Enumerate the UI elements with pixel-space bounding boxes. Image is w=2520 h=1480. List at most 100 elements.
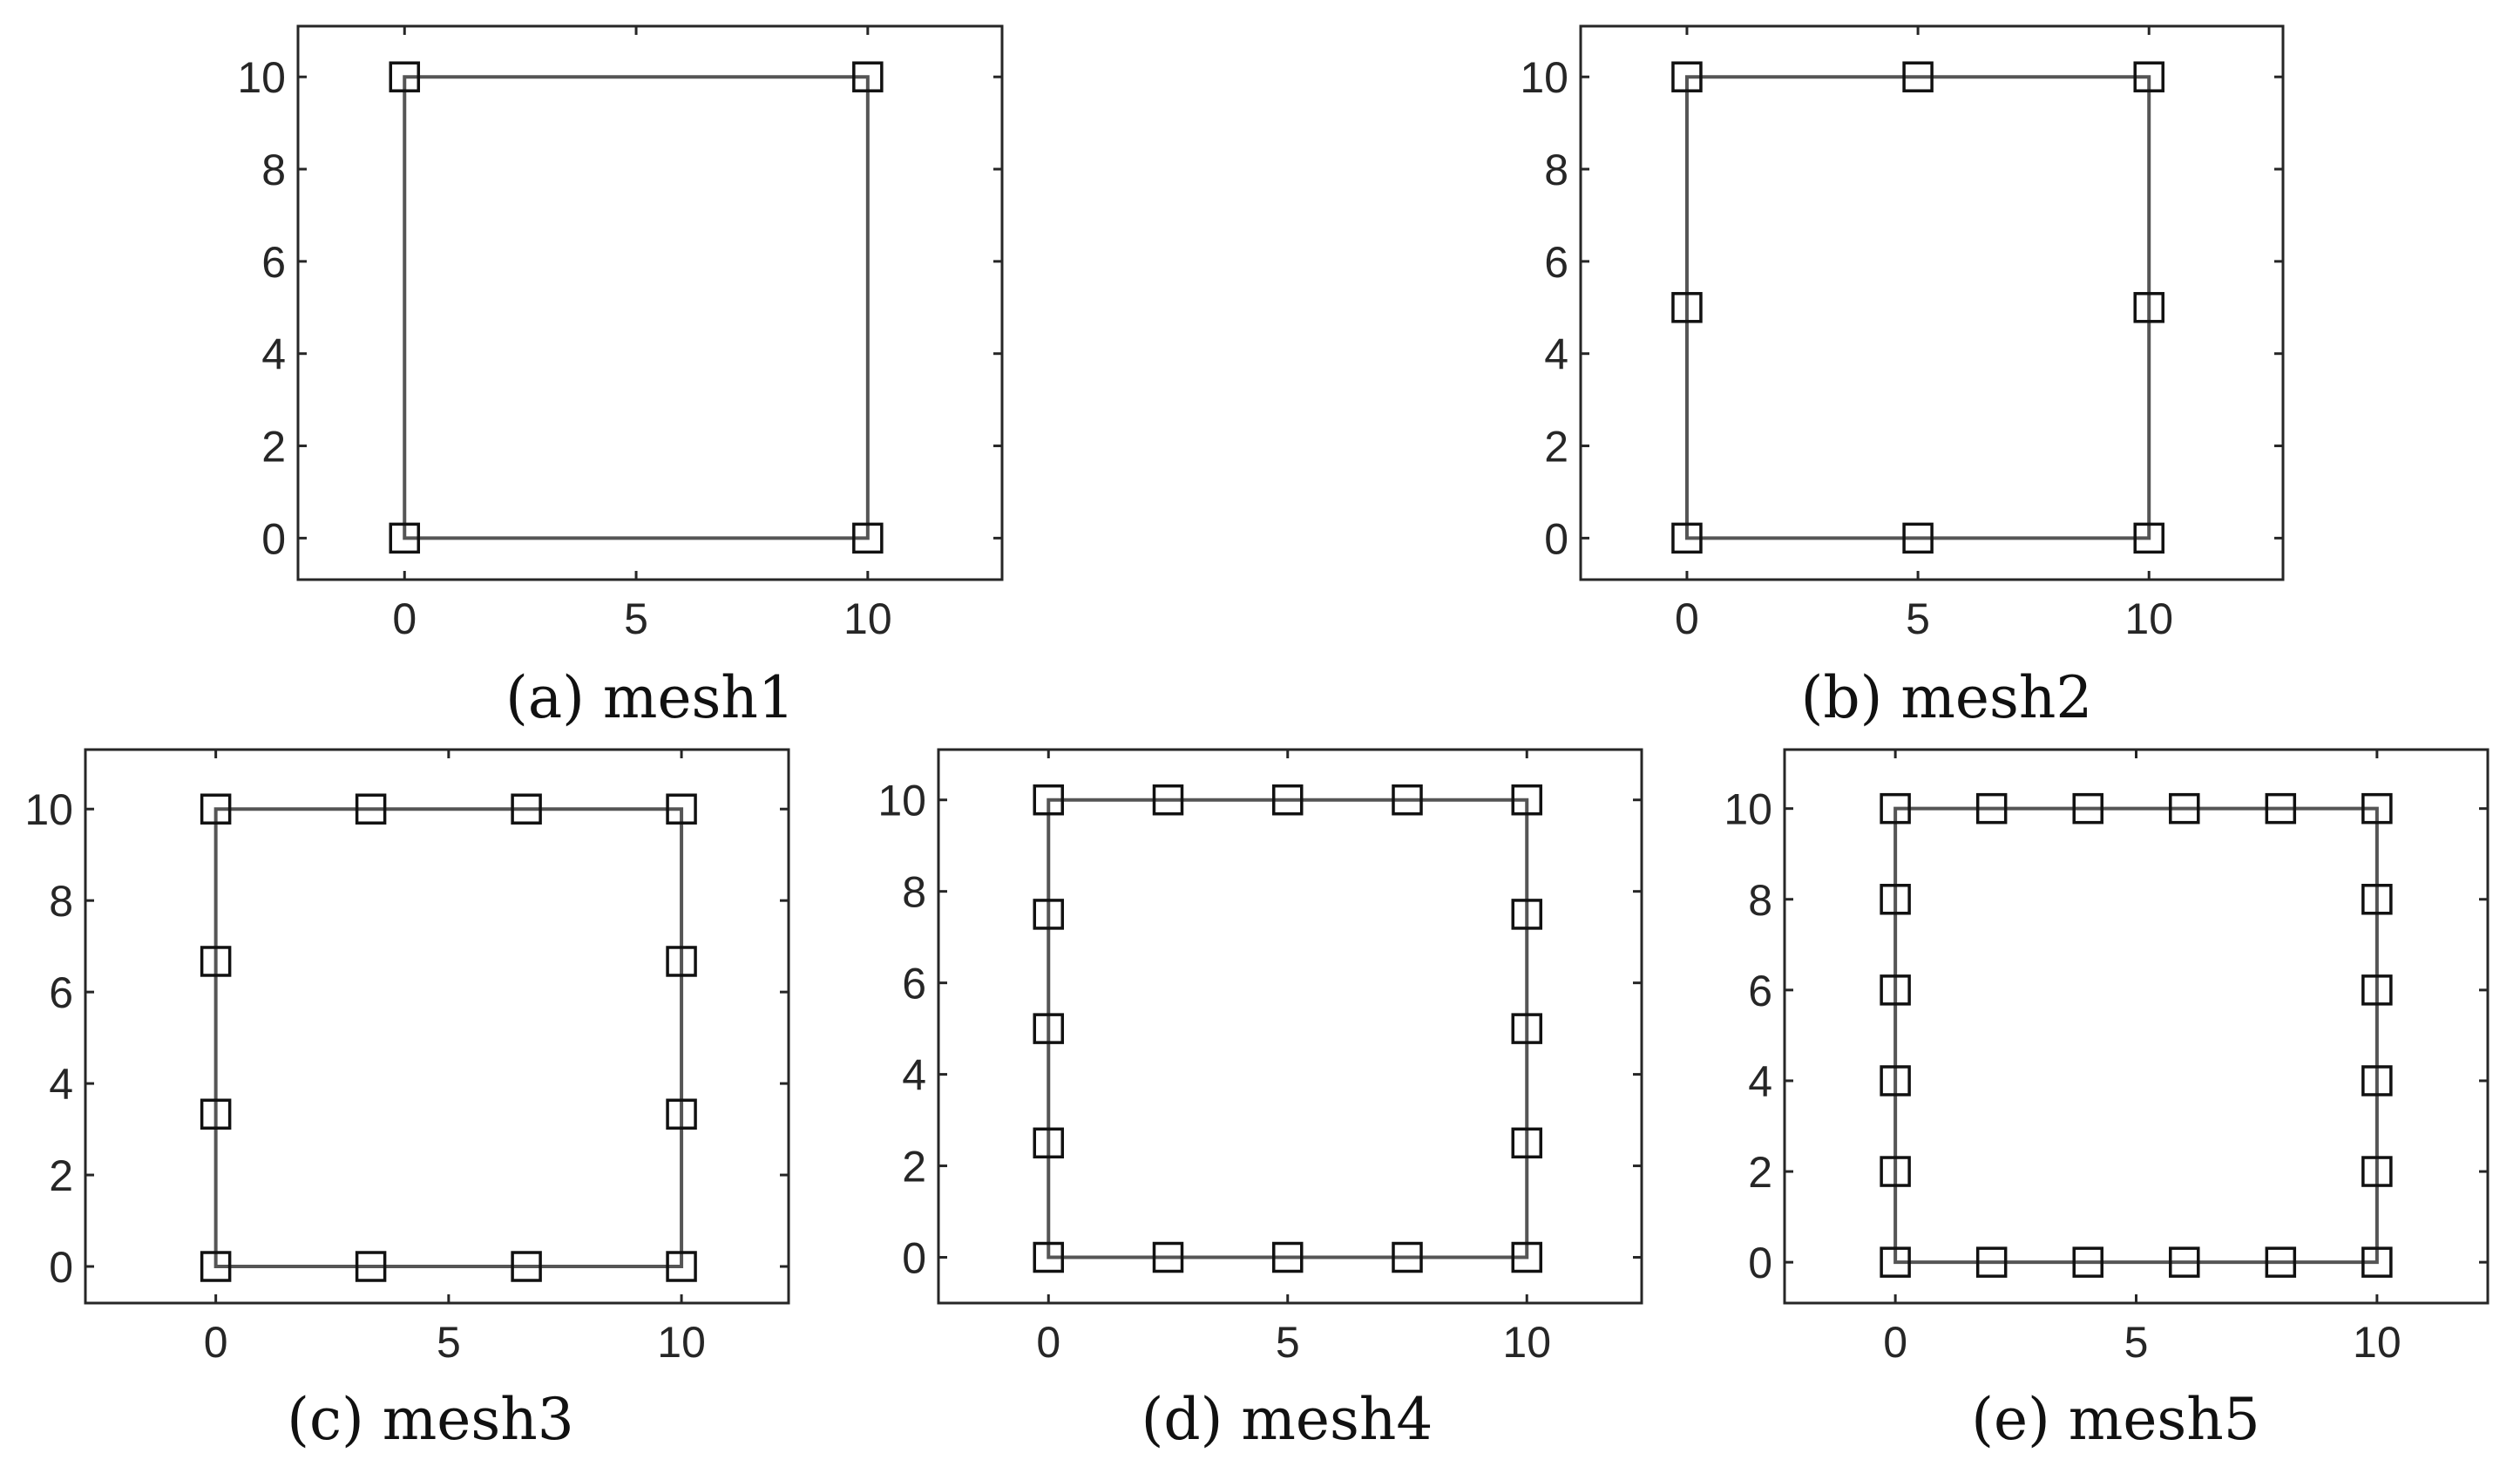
node-marker xyxy=(2361,792,2393,825)
node-marker xyxy=(389,522,421,554)
y-tick-label: 8 xyxy=(49,877,73,926)
node-marker xyxy=(2265,1246,2297,1278)
x-tick-label: 5 xyxy=(1906,594,1930,643)
axes-frame xyxy=(937,748,1643,1305)
y-tick-label: 0 xyxy=(902,1234,926,1283)
axes-frame xyxy=(84,748,790,1305)
node-marker xyxy=(1902,61,1934,92)
axes-frame xyxy=(1783,748,2490,1305)
mesh1-caption-text: (a) mesh1 xyxy=(505,664,795,731)
y-tick-label: 10 xyxy=(1520,53,1568,102)
node-marker xyxy=(2072,1246,2103,1278)
node-marker xyxy=(1033,784,1065,816)
node-marker xyxy=(852,61,884,92)
node-marker xyxy=(1392,784,1423,816)
mesh3-caption-text: (c) mesh3 xyxy=(287,1386,574,1453)
x-tick-label: 5 xyxy=(437,1318,461,1367)
node-marker xyxy=(1033,1127,1065,1159)
node-marker xyxy=(1511,1013,1542,1044)
node-marker xyxy=(1392,1241,1423,1273)
node-marker xyxy=(1033,1013,1065,1044)
y-tick-label: 8 xyxy=(261,146,286,194)
y-tick-label: 10 xyxy=(877,777,926,825)
node-marker xyxy=(1880,1246,1911,1278)
node-marker xyxy=(200,1251,232,1282)
node-marker xyxy=(1033,899,1065,930)
x-tick-label: 0 xyxy=(1675,594,1699,643)
node-marker xyxy=(511,1251,542,1282)
x-tick-label: 5 xyxy=(2124,1318,2149,1367)
x-tick-label: 0 xyxy=(1883,1318,1907,1367)
node-marker xyxy=(1902,522,1934,554)
node-marker xyxy=(1272,1241,1304,1273)
node-marker xyxy=(2265,792,2297,825)
node-marker xyxy=(2169,1246,2200,1278)
node-marker xyxy=(389,61,421,92)
x-tick-label: 5 xyxy=(1276,1318,1300,1367)
node-marker xyxy=(200,1098,232,1130)
node-marker xyxy=(511,793,542,825)
node-marker xyxy=(1511,899,1542,930)
x-tick-label: 0 xyxy=(392,594,417,643)
node-marker xyxy=(1880,1065,1911,1096)
y-tick-label: 6 xyxy=(1544,238,1568,287)
y-tick-label: 2 xyxy=(49,1151,73,1200)
node-marker xyxy=(666,1251,697,1282)
mesh-boundary-line xyxy=(1684,75,2151,540)
node-marker xyxy=(200,793,232,825)
node-marker xyxy=(666,1098,697,1130)
y-tick-label: 2 xyxy=(261,423,286,472)
y-tick-label: 2 xyxy=(1748,1148,1772,1197)
node-marker xyxy=(1975,1246,2008,1278)
node-marker xyxy=(1511,1127,1542,1159)
node-marker xyxy=(1671,522,1703,554)
mesh-boundary-line xyxy=(1893,806,2379,1265)
y-tick-label: 2 xyxy=(902,1143,926,1191)
node-marker xyxy=(2361,974,2393,1006)
y-tick-label: 0 xyxy=(1544,514,1568,563)
mesh-boundary-line xyxy=(403,75,870,540)
node-marker xyxy=(1511,1241,1542,1273)
y-tick-label: 4 xyxy=(1544,330,1568,379)
node-marker xyxy=(200,946,232,977)
y-tick-label: 0 xyxy=(1748,1239,1772,1287)
y-tick-label: 4 xyxy=(1748,1057,1772,1106)
y-tick-label: 10 xyxy=(24,785,73,834)
y-tick-label: 0 xyxy=(261,514,286,563)
node-marker xyxy=(1880,792,1911,825)
y-tick-label: 8 xyxy=(902,868,926,917)
y-tick-label: 8 xyxy=(1544,146,1568,194)
mesh3-caption: (c) mesh3 xyxy=(169,1386,692,1453)
mesh2-caption: (b) mesh2 xyxy=(1685,664,2208,731)
x-tick-label: 5 xyxy=(624,594,648,643)
x-tick-label: 0 xyxy=(1036,1318,1060,1367)
node-marker xyxy=(1880,884,1911,915)
mesh-boundary-line xyxy=(213,807,684,1269)
y-tick-label: 10 xyxy=(1724,785,1772,834)
node-marker xyxy=(2361,1156,2393,1187)
x-tick-label: 10 xyxy=(2124,594,2173,643)
y-tick-label: 6 xyxy=(261,238,286,287)
node-marker xyxy=(852,522,884,554)
y-tick-label: 6 xyxy=(1748,967,1772,1015)
x-tick-label: 10 xyxy=(2353,1318,2401,1367)
node-marker xyxy=(1671,61,1703,92)
node-marker xyxy=(1511,784,1542,816)
y-tick-label: 6 xyxy=(902,960,926,1008)
y-tick-label: 4 xyxy=(902,1051,926,1100)
node-marker xyxy=(1880,1156,1911,1187)
node-marker xyxy=(355,1251,387,1282)
x-tick-label: 10 xyxy=(657,1318,706,1367)
node-marker xyxy=(1880,974,1911,1006)
node-marker xyxy=(2133,522,2164,554)
y-tick-label: 4 xyxy=(49,1060,73,1109)
